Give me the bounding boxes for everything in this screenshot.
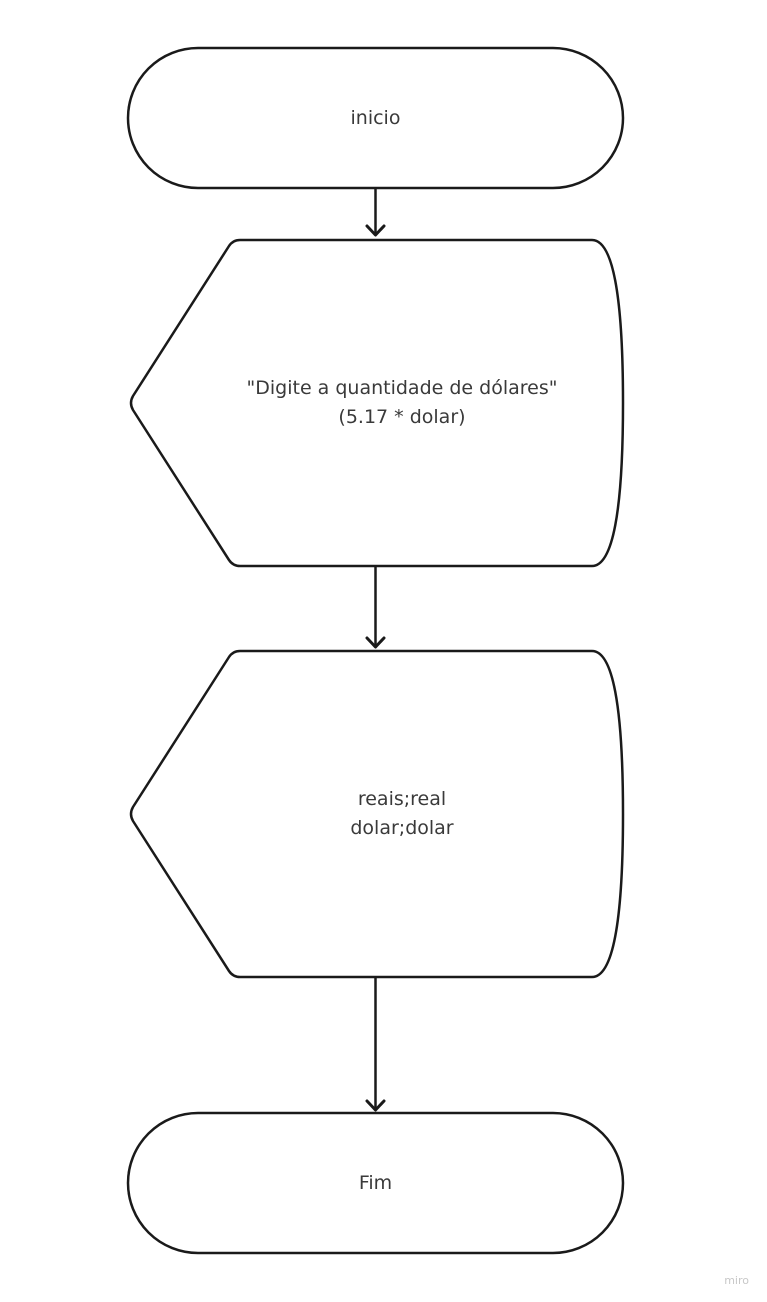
start-terminal-label: inicio [351, 107, 401, 129]
vars-display-shape [129, 649, 625, 979]
input-display-label-line2: (5.17 * dolar) [338, 406, 465, 428]
arrowhead-icon [365, 1099, 386, 1112]
connector-start-to-input [365, 189, 386, 237]
input-display-node[interactable]: "Digite a quantidade de dólares" (5.17 *… [129, 238, 625, 568]
vars-display-node[interactable]: reais;real dolar;dolar [129, 649, 625, 979]
start-terminal[interactable]: inicio [126, 46, 625, 190]
start-terminal-shape [126, 46, 625, 190]
input-display-label-line1: "Digite a quantidade de dólares" [247, 377, 558, 399]
input-display-shape [129, 238, 625, 568]
end-terminal-label: Fim [359, 1172, 392, 1194]
end-terminal-shape [126, 1111, 625, 1255]
arrowhead-icon [365, 636, 386, 649]
connector-vars-to-end [365, 978, 386, 1112]
arrowhead-icon [365, 224, 386, 237]
connector-input-to-vars [365, 567, 386, 649]
end-terminal[interactable]: Fim [126, 1111, 625, 1255]
vars-display-label-line1: reais;real [358, 788, 446, 810]
vars-display-label-line2: dolar;dolar [350, 817, 453, 839]
miro-watermark: miro [724, 1274, 749, 1287]
